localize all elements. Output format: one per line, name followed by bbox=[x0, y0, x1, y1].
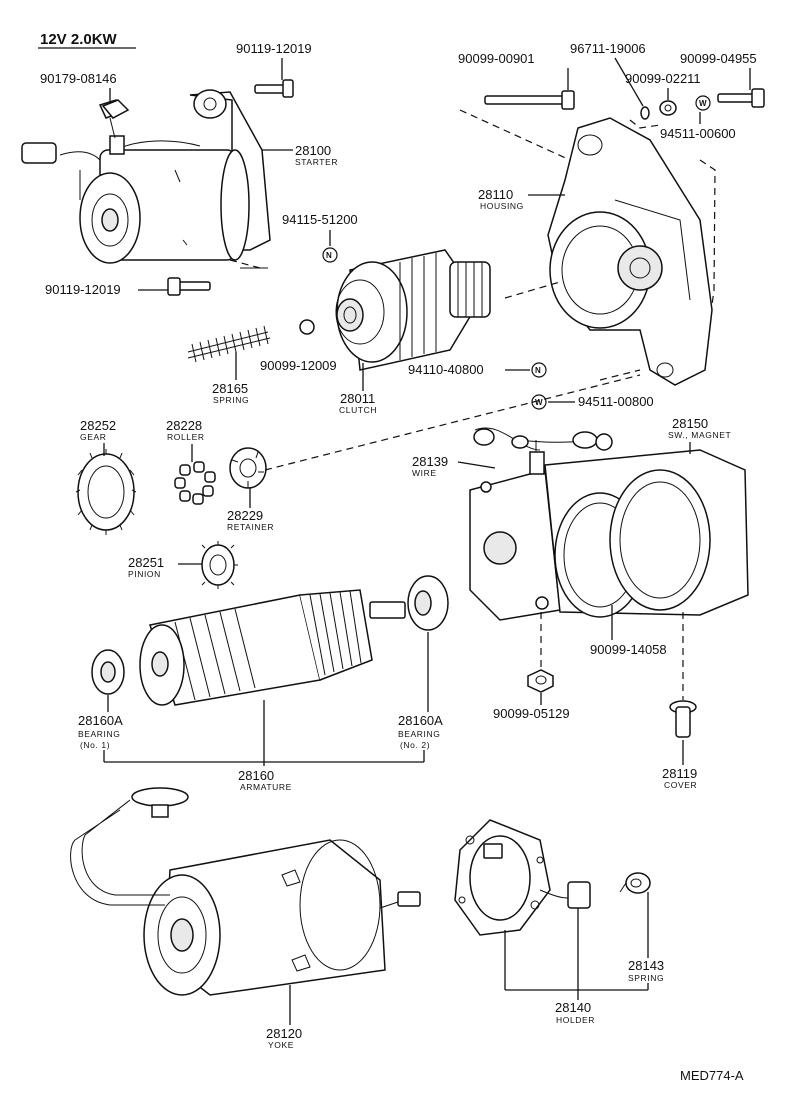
name-spring-28165: SPRING bbox=[213, 395, 249, 405]
name-housing: HOUSING bbox=[480, 201, 524, 211]
name-gear: GEAR bbox=[80, 432, 107, 442]
badge-w-upper: W bbox=[695, 95, 711, 111]
name-cover: COVER bbox=[664, 780, 697, 790]
clutch-drawing bbox=[335, 249, 491, 371]
badge-n-upper: N bbox=[322, 247, 338, 263]
label-28160A-no1: 28160A bbox=[78, 713, 123, 728]
label-28160A-no2: 28160A bbox=[398, 713, 443, 728]
magnet-switch-drawing bbox=[469, 427, 749, 621]
diagram-code: MED774-A bbox=[680, 1068, 744, 1083]
name-bearing-no2: BEARING bbox=[398, 729, 440, 739]
svg-text:N: N bbox=[326, 251, 332, 260]
washer-90099-02211 bbox=[659, 100, 677, 116]
label-28143: 28143 bbox=[628, 958, 664, 973]
spring-28165-drawing bbox=[187, 325, 271, 363]
bolt-lower-starter bbox=[167, 277, 211, 296]
pinion-28251-drawing bbox=[201, 541, 238, 589]
label-90099-12009: 90099-12009 bbox=[260, 358, 337, 373]
spring-28143-drawing bbox=[619, 872, 651, 894]
armature-drawing bbox=[139, 589, 406, 706]
spec-label: 12V 2.0KW bbox=[40, 31, 118, 48]
name-bearing-no1: BEARING bbox=[78, 729, 120, 739]
name-retainer: RETAINER bbox=[227, 522, 274, 532]
roller-28228-drawing bbox=[174, 461, 216, 505]
label-28110: 28110 bbox=[478, 187, 513, 202]
ball-90099-12009 bbox=[299, 319, 315, 335]
label-28120: 28120 bbox=[266, 1026, 302, 1041]
housing-drawing bbox=[547, 117, 713, 386]
name-holder: HOLDER bbox=[556, 1015, 595, 1025]
label-28165: 28165 bbox=[212, 381, 248, 396]
svg-text:W: W bbox=[535, 398, 543, 407]
label-96711-19006: 96711-19006 bbox=[570, 41, 646, 56]
label-90179-08146: 90179-08146 bbox=[40, 71, 117, 86]
label-28119: 28119 bbox=[662, 766, 697, 781]
bolt-housing-long bbox=[484, 90, 575, 110]
label-28228: 28228 bbox=[166, 418, 202, 433]
name-pinion: PINION bbox=[128, 569, 161, 579]
holder-drawing bbox=[454, 819, 591, 936]
label-90119-12019-bottom: 90119-12019 bbox=[45, 282, 121, 297]
cover-28119-drawing bbox=[669, 700, 697, 738]
label-94115-51200: 94115-51200 bbox=[282, 212, 358, 227]
label-28011: 28011 bbox=[340, 391, 375, 406]
badge-n-lower: N bbox=[531, 362, 547, 378]
bolt-upper-starter bbox=[254, 79, 294, 98]
pin-96711 bbox=[640, 106, 650, 120]
label-28251: 28251 bbox=[128, 555, 164, 570]
nut-90099-05129 bbox=[527, 669, 554, 693]
svg-text:W: W bbox=[699, 99, 707, 108]
label-94511-00800: 94511-00800 bbox=[578, 394, 654, 409]
label-28150: 28150 bbox=[672, 416, 708, 431]
label-28252: 28252 bbox=[80, 418, 116, 433]
retainer-28229-drawing bbox=[229, 447, 267, 489]
name-sw-magnet: SW., MAGNET bbox=[668, 430, 731, 440]
label-94511-00600: 94511-00600 bbox=[660, 126, 736, 141]
label-90099-02211: 90099-02211 bbox=[625, 71, 701, 86]
name-yoke: YOKE bbox=[268, 1040, 294, 1050]
bearing-no1-drawing bbox=[91, 649, 125, 695]
label-28139: 28139 bbox=[412, 454, 448, 469]
name-roller: ROLLER bbox=[167, 432, 205, 442]
name-wire: WIRE bbox=[412, 468, 437, 478]
name-starter: STARTER bbox=[295, 157, 338, 167]
bearing-no2-drawing bbox=[407, 575, 449, 631]
gear-28252-drawing bbox=[75, 449, 137, 535]
svg-text:N: N bbox=[535, 366, 541, 375]
label-28160: 28160 bbox=[238, 768, 274, 783]
name-spring-28143: SPRING bbox=[628, 973, 664, 983]
label-28100: 28100 bbox=[295, 143, 331, 158]
name-armature: ARMATURE bbox=[240, 782, 292, 792]
label-90119-12019-top: 90119-12019 bbox=[236, 41, 312, 56]
yoke-drawing bbox=[70, 787, 421, 996]
starter-drawing bbox=[21, 89, 271, 264]
sub-bearing-no2: (No. 2) bbox=[400, 740, 430, 750]
sub-bearing-no1: (No. 1) bbox=[80, 740, 110, 750]
badge-w-lower: W bbox=[531, 394, 547, 410]
label-94110-40800: 94110-40800 bbox=[408, 362, 484, 377]
retainer-align-line bbox=[264, 374, 641, 471]
name-clutch: CLUTCH bbox=[339, 405, 377, 415]
label-90099-00901: 90099-00901 bbox=[458, 51, 535, 66]
label-90099-04955: 90099-04955 bbox=[680, 51, 757, 66]
label-90099-05129: 90099-05129 bbox=[493, 706, 570, 721]
bolt-90099-04955 bbox=[717, 88, 765, 108]
label-28140: 28140 bbox=[555, 1000, 591, 1015]
label-28229: 28229 bbox=[227, 508, 263, 523]
nut-starter bbox=[101, 99, 130, 119]
starter-mount-line bbox=[229, 259, 261, 269]
label-90099-14058: 90099-14058 bbox=[590, 642, 667, 657]
